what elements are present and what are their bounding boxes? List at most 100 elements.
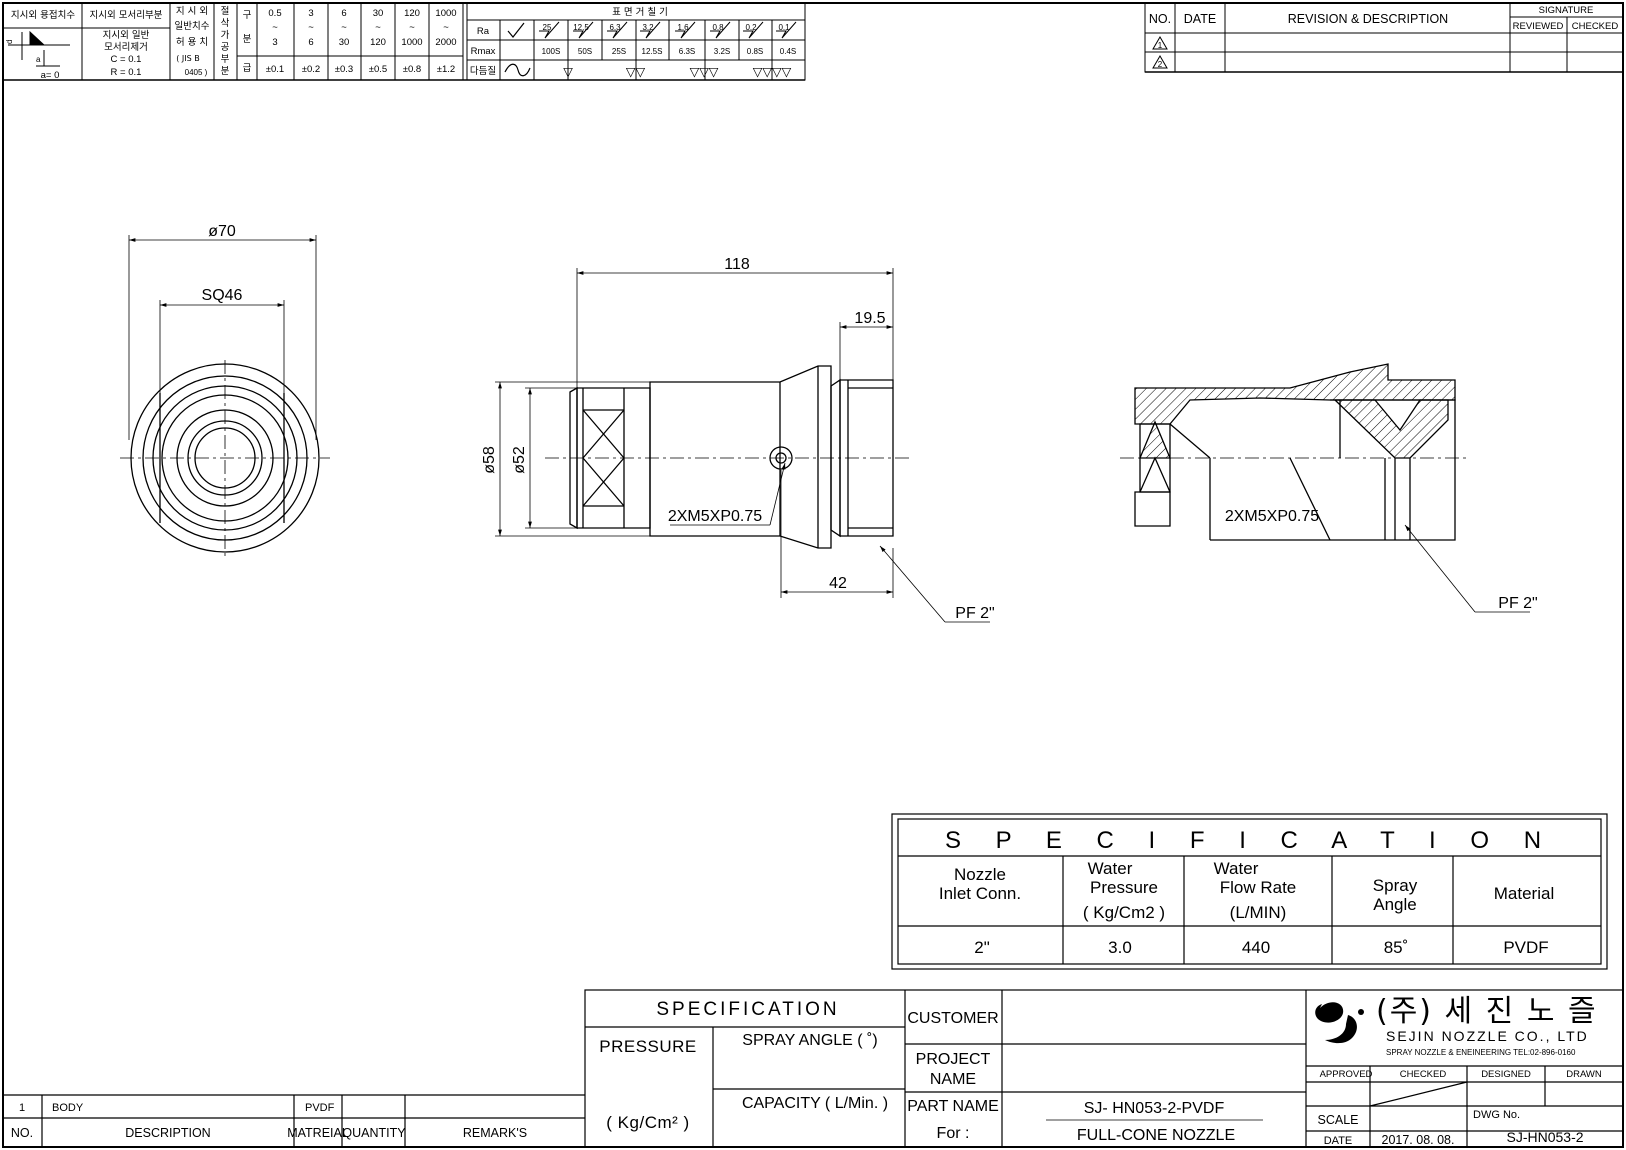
section-hole-note: 2XM5XP0.75 (1225, 508, 1319, 525)
tb-date-value: 2017. 08. 08. (1382, 1133, 1455, 1147)
weld-letter-a: a (36, 55, 41, 64)
roughness-symbol-icon (573, 21, 594, 39)
drawn-label: DRAWN (1566, 1069, 1602, 1080)
spec-header-1-1: Pressure (1090, 878, 1158, 897)
bom-row-no: 1 (19, 1102, 25, 1114)
project-label-1: PROJECT (916, 1051, 991, 1068)
spec-header-2-1: Flow Rate (1220, 878, 1297, 897)
approved-label: APPROVED (1320, 1069, 1373, 1080)
spec-table (891, 813, 1608, 970)
customer-label: CUSTOMER (907, 1010, 998, 1027)
tilde-icon (504, 63, 531, 77)
spec-table-title: S P E C I F I C A T I O N (945, 827, 1555, 854)
reviewed-label: REVIEWED (1513, 21, 1564, 32)
spec-header-3-0: Spray (1373, 876, 1418, 895)
part-name-label: PART NAME (907, 1098, 999, 1115)
spec-header-4-0: Material (1494, 884, 1554, 903)
section-thread-note: PF 2" (1498, 595, 1537, 612)
surface-ra-label: Ra (477, 26, 490, 37)
rmax-value: 12.5S (642, 47, 663, 56)
rmax-value: 0.4S (780, 47, 796, 56)
roughness-symbol-icon (743, 21, 764, 39)
side-thread-note: PF 2" (955, 605, 994, 622)
spec-header-3-1: Angle (1373, 895, 1416, 914)
revision-date-label: DATE (1184, 12, 1216, 26)
for-value: FULL-CONE NOZZLE (1077, 1127, 1235, 1144)
tol-edge-c: C = 0.1 (111, 54, 142, 65)
finish-mark: ▽▽▽▽ (753, 65, 792, 79)
range-to: 3 (272, 37, 277, 48)
company-logo-icon (1315, 1002, 1364, 1044)
side-hole-note: 2XM5XP0.75 (668, 508, 762, 525)
revision-desc-label: REVISION & DESCRIPTION (1288, 12, 1448, 26)
range-tilde: ~ (443, 22, 449, 33)
title-block (584, 989, 1624, 1148)
section-view-leaders (1404, 524, 1530, 613)
range-to: 30 (339, 37, 350, 48)
tol-vertical-1: 절 (221, 5, 230, 17)
spec-value-inlet: 2" (974, 938, 990, 957)
rmax-value: 0.8S (747, 47, 763, 56)
finish-mark: ▽ (563, 65, 573, 79)
range-to: 6 (308, 37, 313, 48)
tol-sub-2: 허 용 치 (176, 36, 208, 48)
front-view-dimensions (128, 235, 317, 440)
front-view (120, 360, 330, 560)
revision-triangle-icon (1152, 36, 1168, 69)
tol-header-general: 지 시 외 (176, 5, 208, 17)
dim-42: 42 (829, 575, 847, 592)
range-from: 120 (404, 8, 420, 19)
part-name-value: SJ- HN053-2-PVDF (1084, 1100, 1225, 1117)
tol-vertical-4: 공 (221, 42, 230, 53)
weld-symbol-icon (8, 30, 70, 67)
tb-date-label: DATE (1324, 1135, 1353, 1147)
revision-mark-2: 2 (1158, 60, 1163, 69)
tol-range-columns: 0.5~3±0.13~6±0.26~30±0.330~120±0.5120~10… (266, 8, 457, 75)
range-tilde: ~ (375, 22, 381, 33)
dim-length: 118 (724, 256, 750, 273)
range-to: 2000 (435, 37, 456, 48)
pressure-unit: ( Kg/Cm² ) (606, 1113, 689, 1132)
tol-sub-3: ( JIS B (176, 54, 200, 63)
designed-label: DESIGNED (1481, 1069, 1531, 1080)
tol-header-weld: 지시외 용접치수 (11, 9, 75, 21)
range-from: 0.5 (268, 8, 281, 19)
checked-label: CHECKED (1572, 21, 1619, 32)
bom-row-description: BODY (52, 1102, 84, 1114)
dim-od: ø58 (481, 446, 498, 474)
surface-rmax-label: Rmax (471, 46, 496, 57)
ra-value: 25 (543, 23, 552, 32)
range-tolerance: ±0.3 (335, 64, 353, 75)
tol-vertical-2: 삭 (221, 18, 230, 29)
spec-value-angle: 85˚ (1384, 938, 1409, 957)
dim-hex: ø52 (511, 446, 528, 474)
ra-value: 12.5 (573, 23, 589, 32)
company-name-ko: (주) 세 진 노 즐 (1376, 994, 1598, 1029)
bom-table (3, 1094, 585, 1147)
dim-outer-diameter: ø70 (208, 223, 236, 240)
dim-square: SQ46 (202, 287, 243, 304)
dwg-no-label: DWG No. (1473, 1109, 1520, 1121)
bom-header-material: MATREIAL (287, 1126, 349, 1140)
tol-edge-text-1: 지시외 일반 (103, 29, 150, 41)
range-tilde: ~ (272, 22, 278, 33)
tol-sub-1: 일반치수 (175, 20, 210, 32)
surface-values: 25100S12.550S6.325S3.212.5S1.66.3S0.83.2… (539, 21, 797, 79)
range-tilde: ~ (341, 22, 347, 33)
range-from: 6 (341, 8, 346, 19)
range-tolerance: ±0.1 (266, 64, 284, 75)
check-icon (507, 22, 525, 38)
tol-edge-r: R = 0.1 (111, 67, 142, 78)
ra-value: 0.1 (778, 23, 790, 32)
tol-edge-text-2: 모서리제거 (104, 42, 148, 53)
rmax-value: 25S (612, 47, 626, 56)
spray-angle-label: SPRAY ANGLE ( ˚) (742, 1032, 877, 1049)
range-from: 3 (308, 8, 313, 19)
bom-header-description: DESCRIPTION (125, 1126, 210, 1140)
ra-value: 3.2 (642, 23, 654, 32)
capacity-label: CAPACITY ( L/Min. ) (742, 1095, 888, 1112)
spec-value-flow: 440 (1242, 938, 1270, 957)
rmax-value: 3.2S (714, 47, 730, 56)
roughness-symbol-icon (640, 21, 661, 39)
